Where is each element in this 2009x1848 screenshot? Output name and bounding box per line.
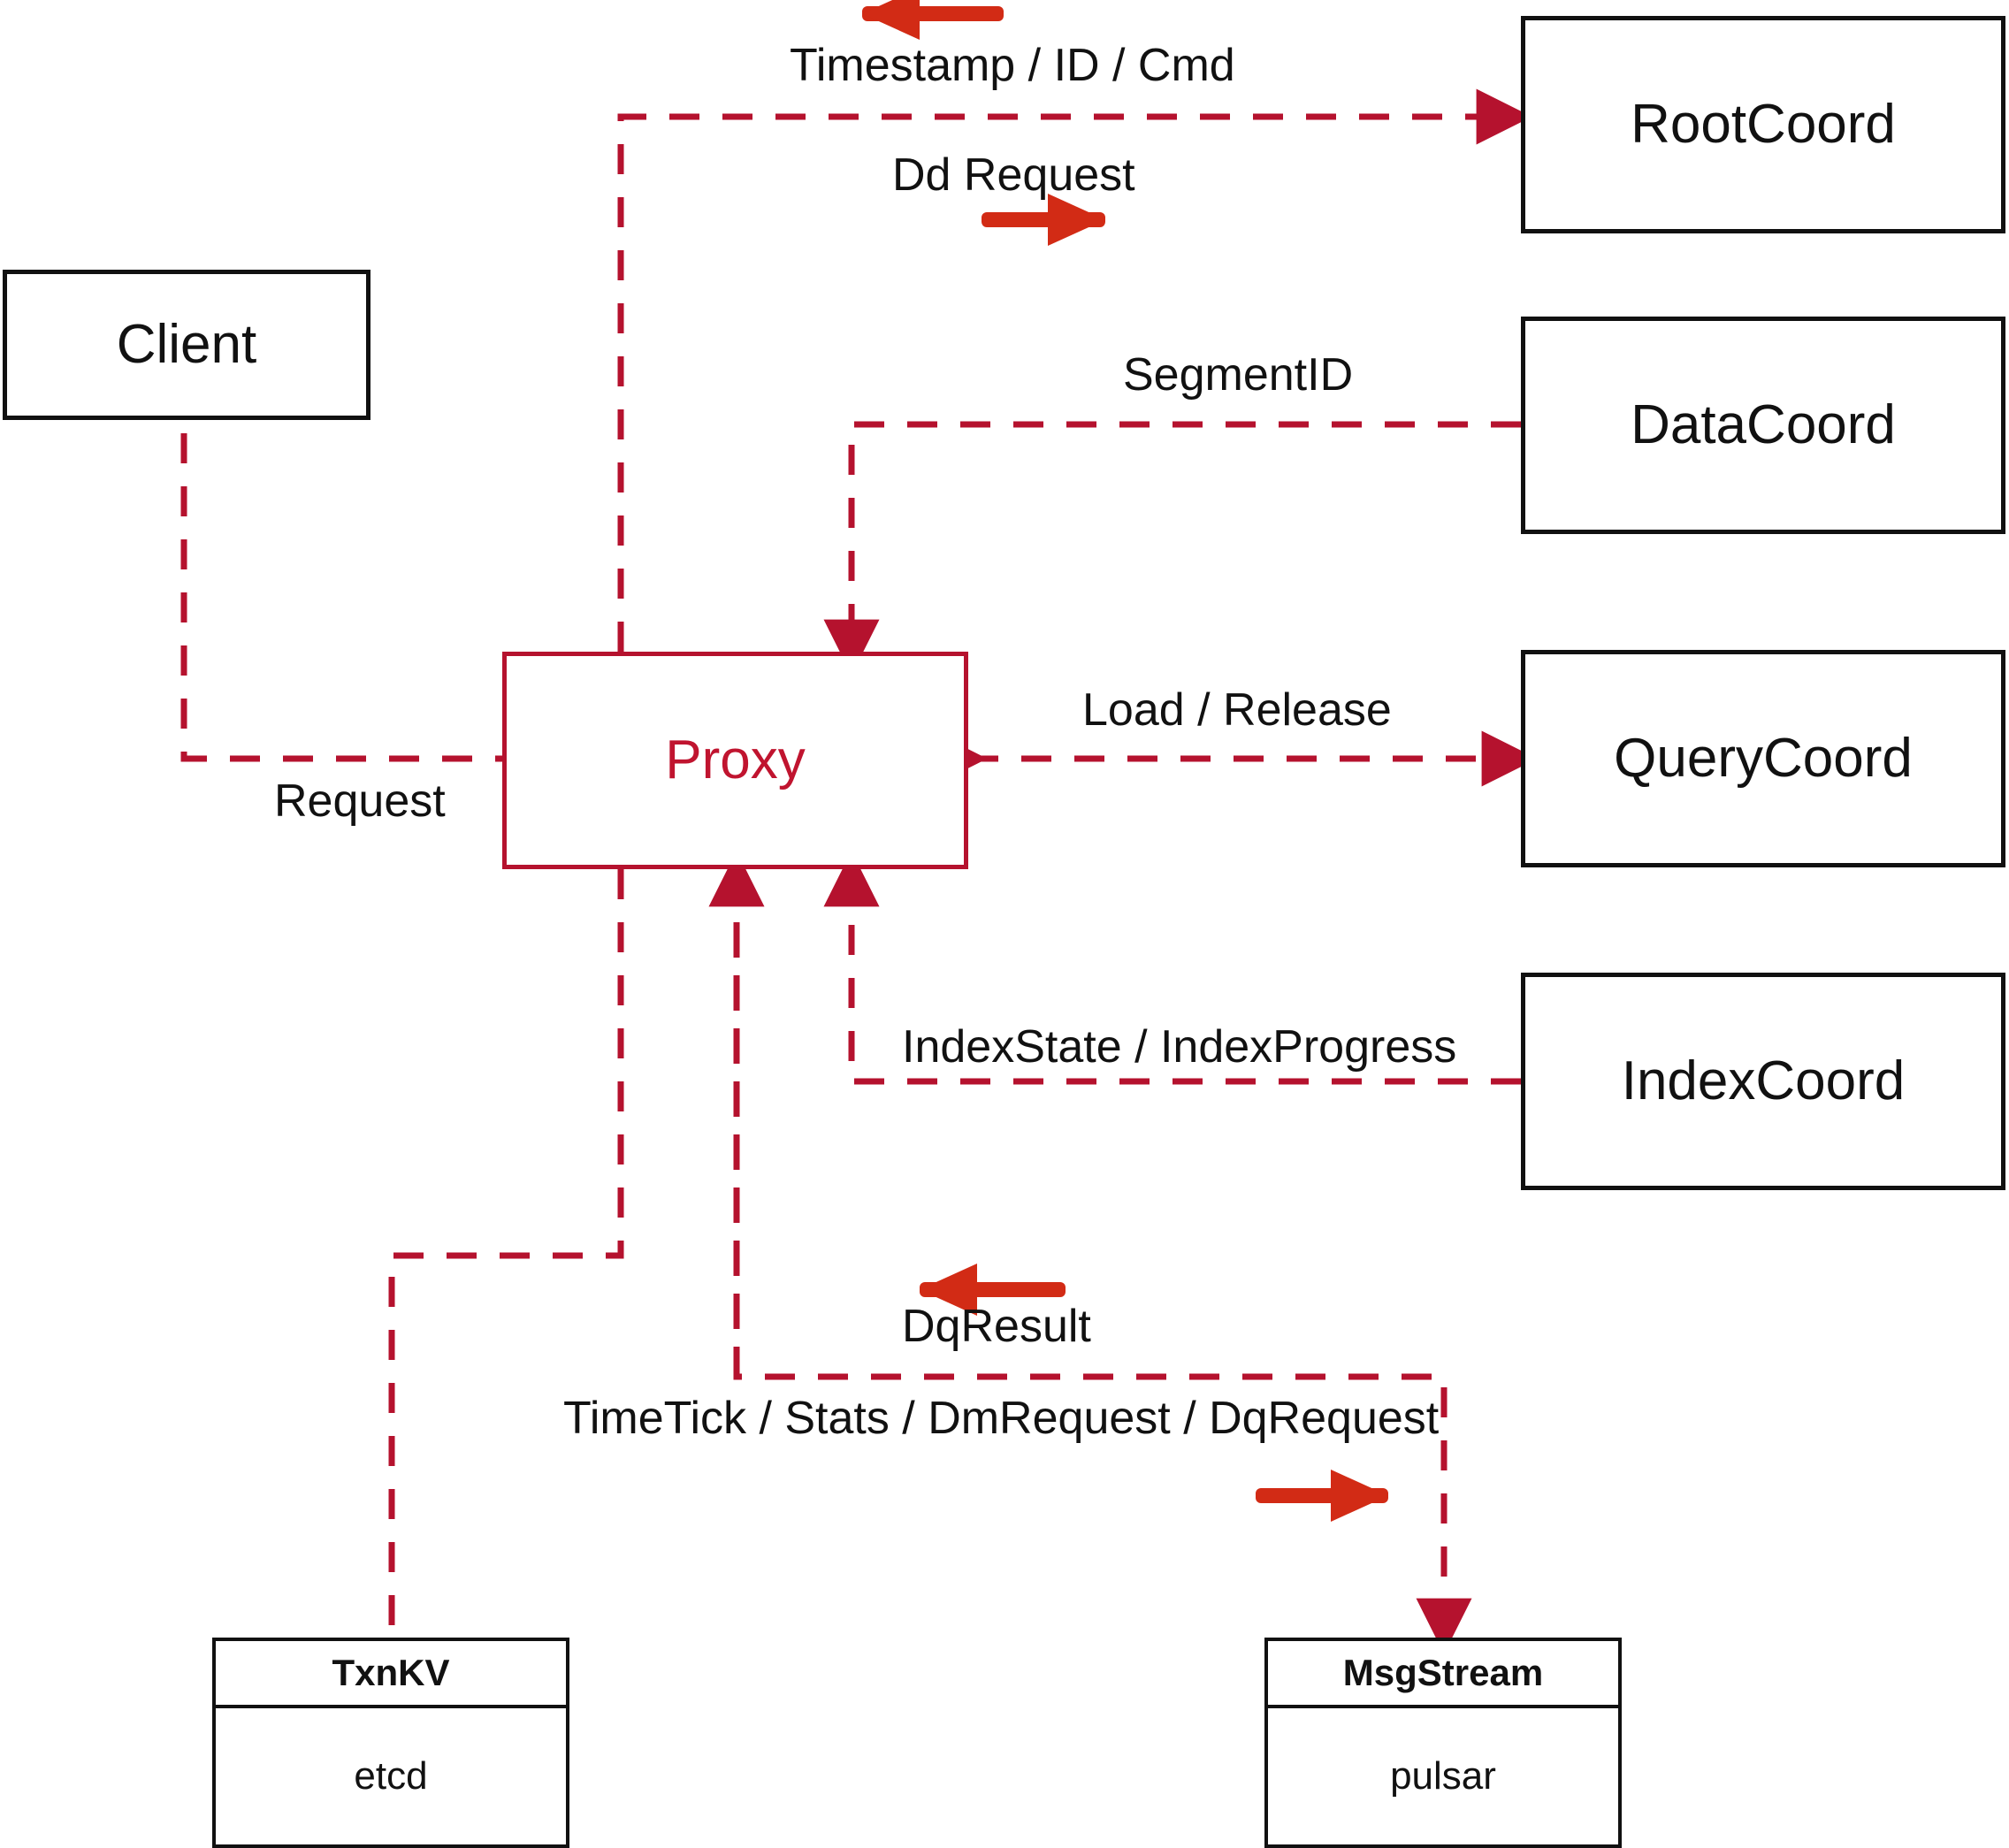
node-proxy[interactable]: Proxy	[502, 652, 968, 869]
arrow-right-timetick	[1256, 1470, 1388, 1522]
node-datacoord[interactable]: DataCoord	[1521, 317, 2005, 534]
node-querycoord-label: QueryCoord	[1614, 728, 1913, 789]
node-msgstream-impl: pulsar	[1390, 1754, 1496, 1798]
edge-indexcoord-proxy	[823, 851, 1521, 1085]
node-querycoord[interactable]: QueryCoord	[1521, 650, 2005, 867]
node-msgstream-body: pulsar	[1268, 1708, 1618, 1844]
node-txnkv-header: TxnKV	[216, 1641, 566, 1708]
label-timetick-stats: TimeTick / Stats / DmRequest / DqRequest	[563, 1393, 1440, 1444]
node-proxy-label: Proxy	[665, 729, 806, 790]
arrow-right-dd-request	[982, 194, 1105, 246]
edge-proxy-txnkv	[388, 869, 624, 1638]
node-client-label: Client	[116, 314, 257, 375]
direction-arrows	[862, 0, 1388, 1522]
arrow-left-dq-result	[920, 1264, 1066, 1316]
edge-proxy-rootcoord	[617, 88, 1532, 652]
label-timestamp-id-cmd: Timestamp / ID / Cmd	[790, 40, 1235, 91]
node-txnkv-body: etcd	[216, 1708, 566, 1844]
label-dq-result: DqResult	[902, 1301, 1091, 1352]
node-msgstream-title: MsgStream	[1342, 1652, 1544, 1693]
label-request: Request	[274, 775, 446, 827]
node-txnkv-title: TxnKV	[332, 1652, 450, 1693]
edge-datacoord-proxy	[823, 421, 1521, 676]
label-index-state-progress: IndexState / IndexProgress	[902, 1021, 1457, 1073]
arrow-left-timestamp	[862, 0, 1004, 40]
node-txnkv[interactable]: TxnKV etcd	[212, 1638, 569, 1848]
node-client[interactable]: Client	[3, 270, 370, 420]
node-msgstream[interactable]: MsgStream pulsar	[1264, 1638, 1622, 1848]
node-indexcoord-label: IndexCoord	[1621, 1050, 1906, 1111]
node-txnkv-impl: etcd	[354, 1754, 428, 1798]
label-dd-request: Dd Request	[892, 149, 1135, 201]
label-load-release: Load / Release	[1082, 684, 1392, 736]
edge-proxy-msgstream	[733, 874, 1472, 1654]
node-indexcoord[interactable]: IndexCoord	[1521, 973, 2005, 1190]
node-rootcoord-label: RootCoord	[1631, 94, 1896, 155]
label-segment-id: SegmentID	[1123, 349, 1354, 401]
node-datacoord-label: DataCoord	[1631, 394, 1896, 455]
node-msgstream-header: MsgStream	[1268, 1641, 1618, 1708]
node-rootcoord[interactable]: RootCoord	[1521, 16, 2005, 233]
